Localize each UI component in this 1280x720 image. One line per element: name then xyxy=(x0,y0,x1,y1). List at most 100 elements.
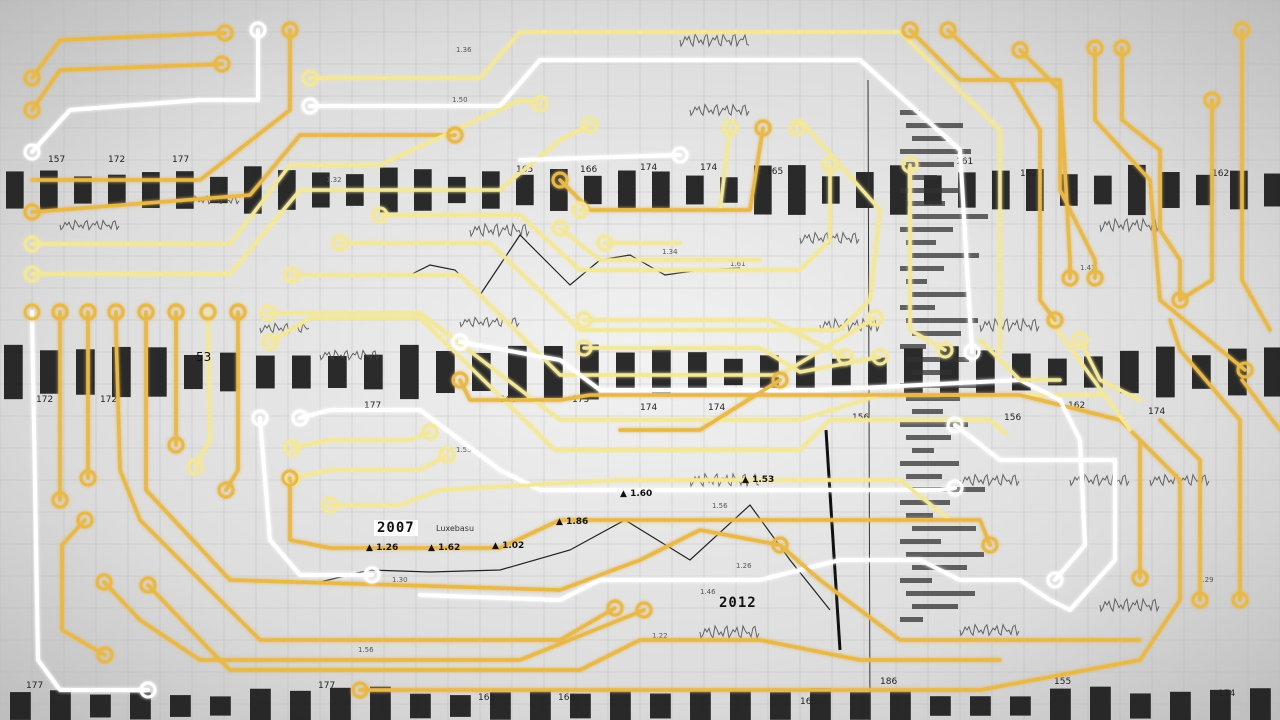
value-note: 1.36 xyxy=(456,46,472,54)
circuit-trace xyxy=(778,543,1142,642)
circuit-pad xyxy=(754,119,772,137)
top-tick: 166 xyxy=(580,165,597,175)
circuit-pad xyxy=(51,491,69,509)
circuit-pad xyxy=(551,171,569,189)
bar xyxy=(74,176,92,204)
circuit-trace xyxy=(308,58,974,354)
histogram-bar xyxy=(900,266,944,271)
circuit-pad xyxy=(301,69,319,87)
histogram-bar xyxy=(912,214,988,219)
middle-tick: 172 xyxy=(100,395,117,405)
top-tick: 172 xyxy=(108,155,125,165)
circuit-pad xyxy=(199,303,217,321)
bar xyxy=(890,165,908,215)
circuit-pad xyxy=(596,234,614,252)
bar xyxy=(686,175,704,205)
circuit-pad xyxy=(421,423,439,441)
histogram-bar xyxy=(900,110,920,115)
top-tick: 174 xyxy=(640,163,657,173)
bar xyxy=(570,693,591,719)
circuit-trace xyxy=(558,126,765,212)
marker-triangle: ▲ 1.53 xyxy=(742,475,775,485)
middle-tick: 156 xyxy=(852,413,869,423)
circuit-pad xyxy=(249,21,267,39)
histogram-bar xyxy=(900,461,959,466)
circuit-trace xyxy=(418,423,1117,612)
bar xyxy=(292,355,311,389)
circuit-pad xyxy=(167,436,185,454)
middle-tick: 177 xyxy=(364,401,381,411)
bottom-tick: 186 xyxy=(880,677,897,687)
bar xyxy=(584,175,602,205)
bar xyxy=(690,689,711,720)
value-note: 1.46 xyxy=(700,588,716,596)
bar xyxy=(1120,350,1139,394)
circuit-pad xyxy=(871,348,889,366)
value-note: 1.34 xyxy=(662,248,678,256)
circuit-trace xyxy=(30,28,292,182)
circuit-trace xyxy=(30,133,457,214)
histogram-bar xyxy=(912,448,934,453)
middle-tick: 174 xyxy=(708,403,725,413)
circuit-pad xyxy=(946,479,964,497)
waveform xyxy=(679,32,750,48)
bar xyxy=(530,689,551,720)
histogram-bar xyxy=(906,552,984,557)
circuit-pad xyxy=(901,21,919,39)
bar xyxy=(40,350,59,394)
bar xyxy=(652,171,670,209)
histogram-bar xyxy=(900,227,953,232)
bar xyxy=(970,696,991,716)
circuit-pad xyxy=(283,439,301,457)
circuit-pad xyxy=(291,409,309,427)
circuit-pad xyxy=(1231,591,1249,609)
bottom-tick: 177 xyxy=(26,681,43,691)
bar xyxy=(490,692,511,720)
value-note: 1.61 xyxy=(730,260,746,268)
marker-triangle: ▲ 1.60 xyxy=(620,489,653,499)
circuit-trace xyxy=(144,310,782,592)
histogram-bar xyxy=(900,539,941,544)
circuit-pad xyxy=(107,303,125,321)
bottom-tick: 166 xyxy=(558,693,575,703)
circuit-pad xyxy=(229,303,247,321)
circuit-pad xyxy=(281,469,299,487)
bar xyxy=(516,174,534,206)
circuit-trace xyxy=(1158,418,1202,602)
circuit-pad xyxy=(23,235,41,253)
top-tick: 165 xyxy=(766,167,783,177)
circuit-pad xyxy=(23,303,41,321)
bar xyxy=(770,692,791,720)
marker-triangle: ▲ 1.02 xyxy=(492,541,525,551)
circuit-trace xyxy=(290,453,449,480)
circuit-trace xyxy=(1120,46,1182,302)
histogram-bar xyxy=(906,201,945,206)
bar xyxy=(930,696,951,716)
bar xyxy=(1210,689,1231,720)
circuit-pad xyxy=(79,303,97,321)
circuit-pad xyxy=(51,303,69,321)
circuit-pad xyxy=(939,21,957,39)
circuit-pad xyxy=(1233,21,1251,39)
marker-label: 1.26 xyxy=(376,543,399,553)
circuit-trace xyxy=(1018,48,1097,280)
bar xyxy=(450,695,471,717)
circuit-trace xyxy=(193,310,212,469)
top-tick: 177 xyxy=(172,155,189,165)
circuit-pad xyxy=(321,496,339,514)
histogram-bar xyxy=(912,565,967,570)
bar xyxy=(1170,691,1191,720)
circuit-pad xyxy=(446,126,464,144)
bottom-tick: 165 xyxy=(800,697,817,707)
value-note: 1.26 xyxy=(736,562,752,570)
circuit-pad xyxy=(23,203,41,221)
bar xyxy=(652,349,671,395)
circuit-trace xyxy=(578,126,732,212)
circuit-trace xyxy=(30,123,592,276)
bar xyxy=(1196,174,1214,206)
bar xyxy=(90,694,111,718)
circuit-pad xyxy=(23,69,41,87)
bar xyxy=(788,165,806,215)
circuit-trace xyxy=(1048,318,1132,432)
